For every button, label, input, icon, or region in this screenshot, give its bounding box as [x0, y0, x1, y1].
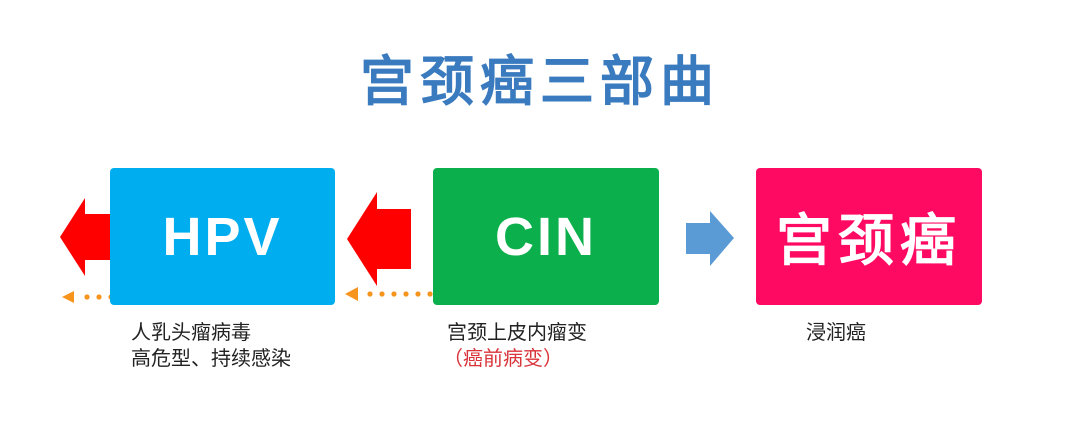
stage-label-cervical-cancer: 宫颈癌 — [776, 209, 962, 274]
dotted-arrow-icon — [345, 287, 433, 301]
stage-label-hpv: HPV — [162, 206, 283, 267]
diagram-title: 宫颈癌三部曲 — [360, 50, 720, 113]
stage-box-cervical-cancer: 宫颈癌 — [756, 168, 982, 305]
regression-arrow-icon — [347, 192, 411, 286]
caption-cin: 宫颈上皮内瘤变 （癌前病变） — [443, 319, 587, 371]
progression-arrow-icon — [686, 211, 734, 266]
stage-label-cin: CIN — [495, 206, 597, 267]
caption-line: 高危型、持续感染 — [131, 346, 291, 370]
caption-hpv: 人乳头瘤病毒 高危型、持续感染 — [131, 319, 291, 371]
caption-line: 浸润癌 — [806, 320, 866, 344]
caption-line: 人乳头瘤病毒 — [131, 320, 251, 344]
caption-cervical-cancer: 浸润癌 — [806, 319, 866, 345]
stage-box-cin: CIN — [433, 168, 659, 305]
regression-arrow-icon — [60, 198, 112, 276]
stage-box-hpv: HPV — [110, 168, 335, 305]
caption-note-precancerous: （癌前病变） — [443, 346, 563, 370]
caption-line: 宫颈上皮内瘤变 — [447, 320, 587, 344]
